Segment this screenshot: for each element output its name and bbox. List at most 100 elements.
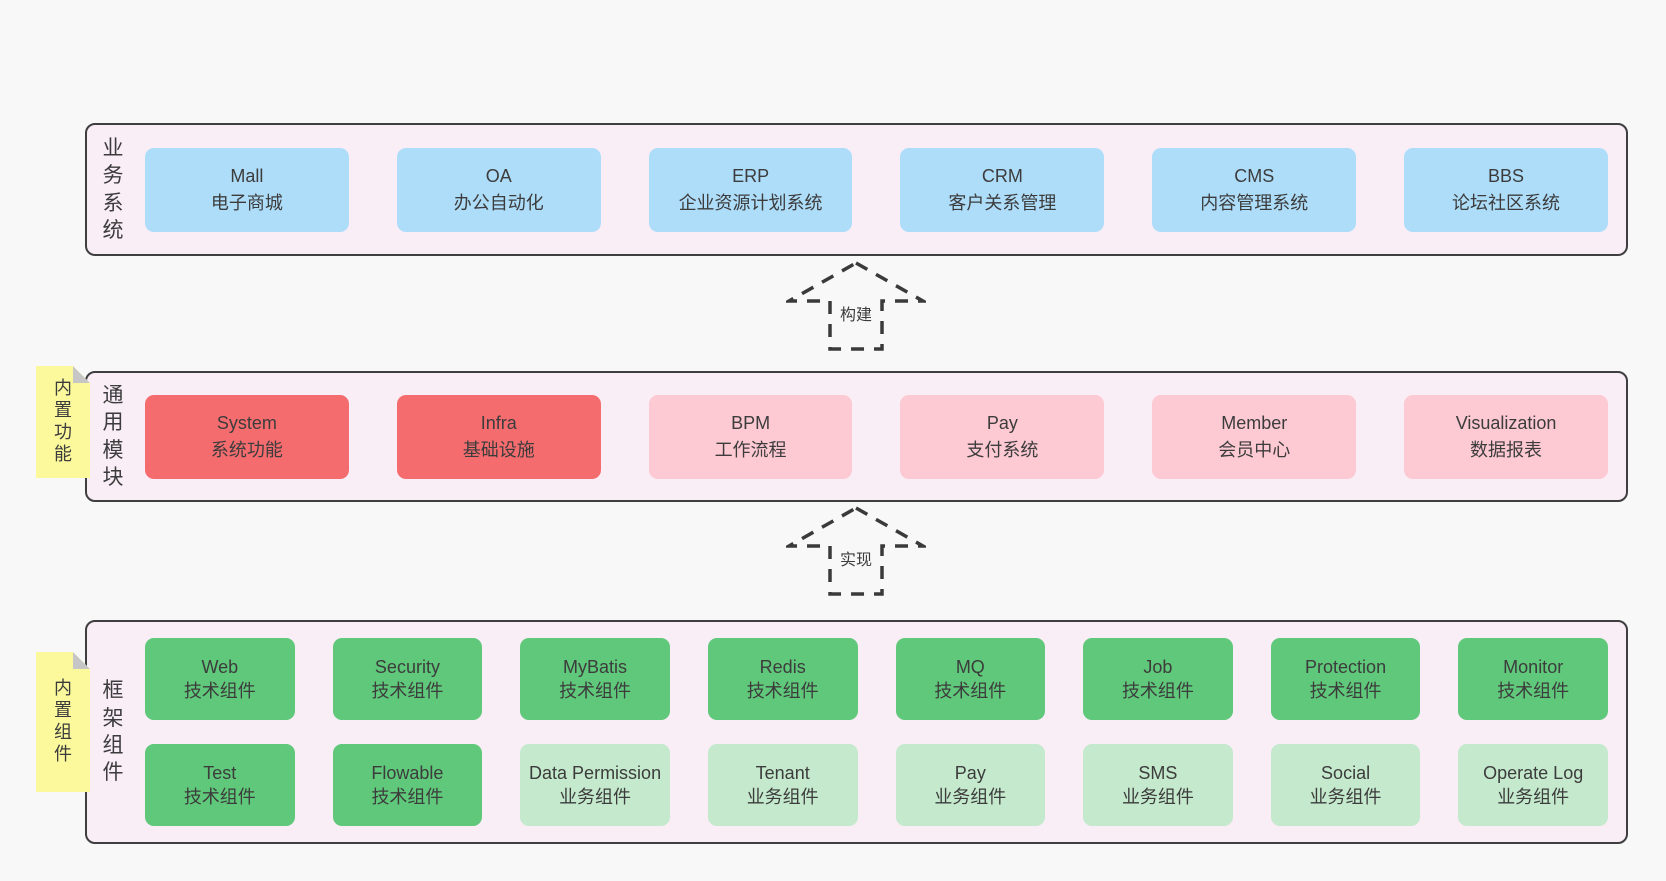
diagram-box-member: Member 会员中心 [1152, 394, 1357, 479]
box-subtitle: 技术组件 [1309, 681, 1382, 701]
box-subtitle: 内容管理系统 [1200, 192, 1309, 213]
box-title: BBS [1488, 166, 1525, 187]
box-subtitle: 技术组件 [1121, 681, 1194, 701]
box-subtitle: 技术组件 [559, 681, 632, 701]
diagram-box-sms: SMS 业务组件 [1083, 744, 1233, 826]
box-title: Security [374, 656, 440, 677]
box-subtitle: 业务组件 [746, 787, 819, 807]
box-subtitle: 业务组件 [559, 787, 632, 807]
diagram-box-mybatis: MyBatis 技术组件 [520, 638, 670, 720]
diagram-box-pay: Pay 支付系统 [900, 394, 1105, 479]
sticky-note-text: 内置组件 [54, 678, 72, 764]
box-subtitle: 业务组件 [1497, 787, 1570, 807]
box-title: Member [1221, 413, 1288, 434]
box-subtitle: 会员中心 [1218, 439, 1291, 460]
dashed-up-arrow-icon [786, 260, 926, 351]
build-arrow: 构建 [786, 260, 926, 352]
box-title: Social [1321, 762, 1371, 783]
box-title: CMS [1234, 166, 1275, 187]
diagram-box-bbs: BBS 论坛社区系统 [1404, 147, 1608, 232]
box-title: Protection [1305, 656, 1387, 677]
box-title: OA [485, 166, 512, 187]
diagram-box-flowable: Flowable 技术组件 [332, 744, 483, 826]
box-title: Redis [759, 656, 806, 677]
box-title: MyBatis [563, 656, 628, 677]
diagram-box-oa: OA 办公自动化 [396, 147, 601, 232]
implement-arrow: 实现 [786, 505, 926, 597]
diagram-box-mall: Mall 电子商城 [145, 147, 349, 232]
box-subtitle: 技术组件 [746, 681, 819, 701]
diagram-box-redis: Redis 技术组件 [707, 638, 858, 720]
diagram-box-erp: ERP 企业资源计划系统 [648, 147, 853, 232]
diagram-box-monitor: Monitor 技术组件 [1458, 638, 1608, 720]
box-subtitle: 办公自动化 [453, 192, 544, 213]
box-subtitle: 技术组件 [371, 681, 444, 701]
diagram-box-cms: CMS 内容管理系统 [1152, 147, 1357, 232]
box-title: Flowable [371, 762, 444, 783]
diagram-box-crm: CRM 客户关系管理 [900, 147, 1105, 232]
sticky-note-text: 内置功能 [54, 378, 72, 464]
box-subtitle: 技术组件 [934, 681, 1007, 701]
box-title: ERP [732, 166, 770, 187]
box-title: Mall [230, 166, 264, 187]
box-title: Visualization [1455, 413, 1557, 434]
box-subtitle: 技术组件 [1497, 681, 1570, 701]
common-modules-box-row: System 系统功能 Infra 基础设施 BPM 工作流程 Pay 支付系统 Member 会… [145, 394, 1608, 479]
box-title: System [216, 413, 277, 434]
box-title: MQ [955, 656, 985, 677]
box-subtitle: 企业资源计划系统 [678, 192, 823, 213]
diagram-box-web: Web 技术组件 [145, 638, 295, 720]
box-subtitle: 业务组件 [934, 787, 1007, 807]
diagram-box-job: Job 技术组件 [1083, 638, 1233, 720]
sticky-note-built-in-features: 内置功能 [36, 366, 90, 478]
diagram-box-test: Test 技术组件 [145, 744, 295, 826]
box-subtitle: 基础设施 [462, 439, 535, 460]
dashed-up-arrow-icon [786, 505, 926, 596]
diagram-box-protection: Protection 技术组件 [1270, 638, 1421, 720]
box-subtitle: 技术组件 [183, 681, 256, 701]
business-systems-box-row: Mall 电子商城 OA 办公自动化 ERP 企业资源计划系统 CRM 客户关系管理 CMS 内容… [145, 147, 1608, 232]
box-subtitle: 工作流程 [714, 439, 787, 460]
implement-arrow-label: 实现 [839, 552, 873, 569]
box-title: Pay [986, 413, 1018, 434]
box-title: Web [201, 656, 239, 677]
diagram-box-social: Social 业务组件 [1270, 744, 1421, 826]
sticky-note-built-in-components: 内置组件 [36, 652, 90, 792]
box-subtitle: 技术组件 [371, 787, 444, 807]
box-subtitle: 客户关系管理 [948, 192, 1057, 213]
layer-label-common-modules: 通用模块 [102, 383, 124, 489]
diagram-box-infra: Infra 基础设施 [396, 394, 601, 479]
box-title: Infra [480, 413, 517, 434]
box-subtitle: 论坛社区系统 [1452, 192, 1561, 213]
box-subtitle: 业务组件 [1309, 787, 1382, 807]
box-title: Job [1143, 656, 1173, 677]
box-subtitle: 电子商城 [210, 192, 283, 213]
box-subtitle: 技术组件 [183, 787, 256, 807]
box-title: BPM [731, 413, 771, 434]
diagram-box-bpm: BPM 工作流程 [648, 394, 853, 479]
diagram-box-operate-log: Operate Log 业务组件 [1458, 744, 1608, 826]
box-title: SMS [1138, 762, 1178, 783]
layer-label-business-systems: 业务系统 [102, 136, 124, 242]
diagram-box-mq: MQ 技术组件 [895, 638, 1046, 720]
layer-label-framework-components: 框架组件 [102, 679, 124, 785]
box-subtitle: 支付系统 [966, 439, 1039, 460]
diagram-box-system: System 系统功能 [145, 394, 349, 479]
box-subtitle: 系统功能 [210, 439, 283, 460]
box-title: Test [203, 762, 237, 783]
box-title: CRM [981, 166, 1023, 187]
box-subtitle: 业务组件 [1121, 787, 1194, 807]
box-title: Operate Log [1483, 762, 1584, 783]
diagram-box-security: Security 技术组件 [332, 638, 483, 720]
build-arrow-label: 构建 [839, 307, 873, 324]
box-title: Monitor [1503, 656, 1564, 677]
layer-business-systems: 业务系统 Mall 电子商城 OA 办公自动化 ERP 企业资源计划系统 CRM 客户关系管理… [85, 123, 1628, 256]
